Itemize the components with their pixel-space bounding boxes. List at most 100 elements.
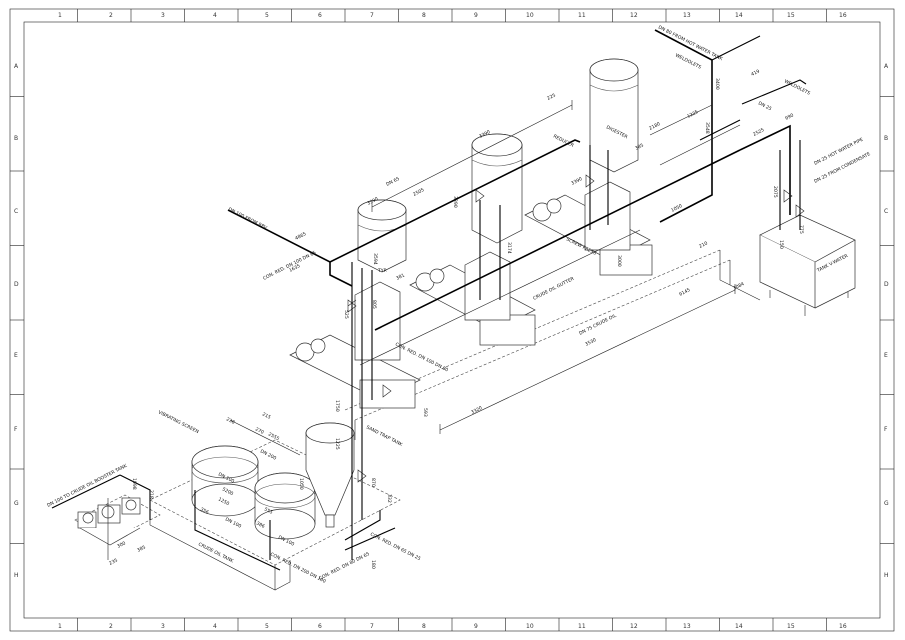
grid-column-labels-bottom: 1 2 3 4 5 6 7 8 9 10 11 12 13 14 15 16: [58, 623, 847, 630]
dim-210: 210: [698, 240, 709, 249]
dim-805: 805: [371, 300, 377, 309]
dim-593: 593: [422, 408, 428, 417]
label-dn75-crude-oil: DN 75 CRUDE OIL: [578, 313, 618, 337]
dim-1250: 1250: [217, 496, 230, 507]
grid-row-b-right: B: [884, 135, 888, 142]
sand-trap-tank: [305, 422, 355, 528]
label-dn100-a: DN 100: [224, 516, 242, 529]
grid-col-4: 4: [213, 12, 217, 19]
dim-525: 525: [343, 310, 349, 319]
dim-218: 218: [148, 490, 154, 499]
grid-col-5-bottom: 5: [265, 623, 269, 630]
grid-row-f: F: [14, 426, 18, 433]
grid-row-g: G: [14, 500, 19, 507]
vibrating-screen-tank-1: [191, 445, 259, 517]
screw-press-1: [289, 281, 421, 409]
dim-2180: 2180: [648, 121, 661, 132]
label-con-red-low1: CON. RED. DN 200 DN 100: [269, 551, 327, 584]
dim-1225: 1225: [686, 109, 699, 120]
grid-row-c-right: C: [884, 208, 888, 215]
grid-col-10: 10: [526, 12, 534, 19]
grid-col-16: 16: [839, 12, 847, 19]
grid-col-4-bottom: 4: [213, 623, 217, 630]
dim-1750: 1750: [334, 400, 340, 412]
dim-3174: 3174: [506, 242, 512, 254]
grid-row-e-right: E: [884, 352, 888, 359]
dim-990: 990: [784, 112, 795, 121]
grid-col-10-bottom: 10: [526, 623, 534, 630]
grid-row-e: E: [14, 352, 18, 359]
grid-col-2-bottom: 2: [109, 623, 113, 630]
vibrating-screen-tank-2: [254, 472, 316, 540]
dim-1635: 1635: [288, 263, 301, 274]
dimension-lines: [107, 100, 741, 560]
row-grid-ticks: [10, 96, 894, 544]
grid-col-6-bottom: 6: [318, 623, 322, 630]
grid-col-13: 13: [683, 12, 691, 19]
label-con-red-low3: CON. RED. DN 65 DN 25: [369, 531, 421, 562]
dim-3390-a: 3390: [478, 129, 491, 140]
grid-row-g-right: G: [884, 500, 889, 507]
label-vibrating-screen: VIBRATING SCREEN: [157, 409, 199, 435]
label-dn25-right: DN 25: [757, 100, 773, 112]
dim-1050-b: 1050: [298, 478, 304, 490]
grid-col-15-bottom: 15: [787, 623, 795, 630]
crude-oil-booster-pumps: [74, 494, 161, 546]
dim-238: 238: [225, 416, 236, 425]
grid-col-3: 3: [161, 12, 165, 19]
dim-9145: 9145: [678, 287, 691, 298]
grid-col-9-bottom: 9: [474, 623, 478, 630]
screw-press-2: [409, 251, 536, 346]
dim-1998: 1998: [131, 478, 137, 490]
tank-v-water: [759, 214, 856, 316]
dim-4865: 4865: [294, 231, 307, 242]
grid-col-16-bottom: 16: [839, 623, 847, 630]
dim-3320: 3320: [470, 405, 483, 416]
dim-3390-d: 3390: [570, 176, 583, 187]
grid-col-1-bottom: 1: [58, 623, 62, 630]
dim-332: 332: [386, 494, 392, 503]
dim-3548: 3548: [704, 122, 710, 134]
dim-870: 870: [370, 478, 376, 487]
dim-3594: 3594: [372, 253, 378, 265]
label-con-red-mid: CON. RED. DN 100 DN 80: [394, 341, 449, 373]
grid-col-7: 7: [370, 12, 374, 19]
dim-180: 180: [370, 560, 376, 569]
dim-215: 215: [261, 411, 272, 420]
grid-col-11-bottom: 11: [578, 623, 586, 630]
dim-385-b: 385: [136, 544, 147, 553]
digester-2: [471, 133, 523, 244]
dim-381: 381: [395, 272, 406, 281]
grid-col-6: 6: [318, 12, 322, 19]
dim-386: 386: [255, 520, 266, 529]
grid-row-h-right: H: [884, 572, 889, 579]
dim-270: 270: [254, 426, 265, 435]
dim-5200: 5200: [221, 486, 234, 497]
drawing-border: [9, 8, 895, 632]
grid-column-labels-top: 1 2 3 4 5 6 7 8 9 10 11 12 13 14 15 16: [58, 12, 847, 19]
crude-oil-gutter-channel: [344, 249, 761, 440]
grid-row-h: H: [14, 572, 19, 579]
grid-row-b: B: [14, 135, 18, 142]
dim-2525: 2525: [752, 127, 765, 138]
grid-col-12: 12: [630, 12, 638, 19]
dim-2555: 2555: [267, 431, 280, 442]
dim-356: 356: [199, 506, 210, 515]
label-dn65: DN 65: [385, 176, 401, 188]
label-dn200: DN 200: [259, 448, 277, 461]
column-grid-ticks: [77, 9, 827, 631]
main-piping: [51, 29, 807, 571]
grid-col-3-bottom: 3: [161, 623, 165, 630]
grid-row-a: A: [14, 63, 19, 70]
label-crude-oil-gutter: CRUDE OIL GUTTER: [532, 276, 576, 302]
label-sand-trap-tank: SAND TRAP TANK: [365, 424, 404, 448]
dim-225: 225: [546, 92, 557, 101]
grid-col-9: 9: [474, 12, 478, 19]
grid-row-d: D: [14, 281, 19, 288]
label-dn80-hot-water: DN 80 FROM HOT WATER TANK: [657, 24, 724, 62]
grid-col-8: 8: [422, 12, 426, 19]
label-weldolets-left: WELDOLETS: [674, 52, 702, 70]
label-typ: TYP.: [377, 268, 387, 274]
dim-1050: 1050: [670, 203, 683, 214]
